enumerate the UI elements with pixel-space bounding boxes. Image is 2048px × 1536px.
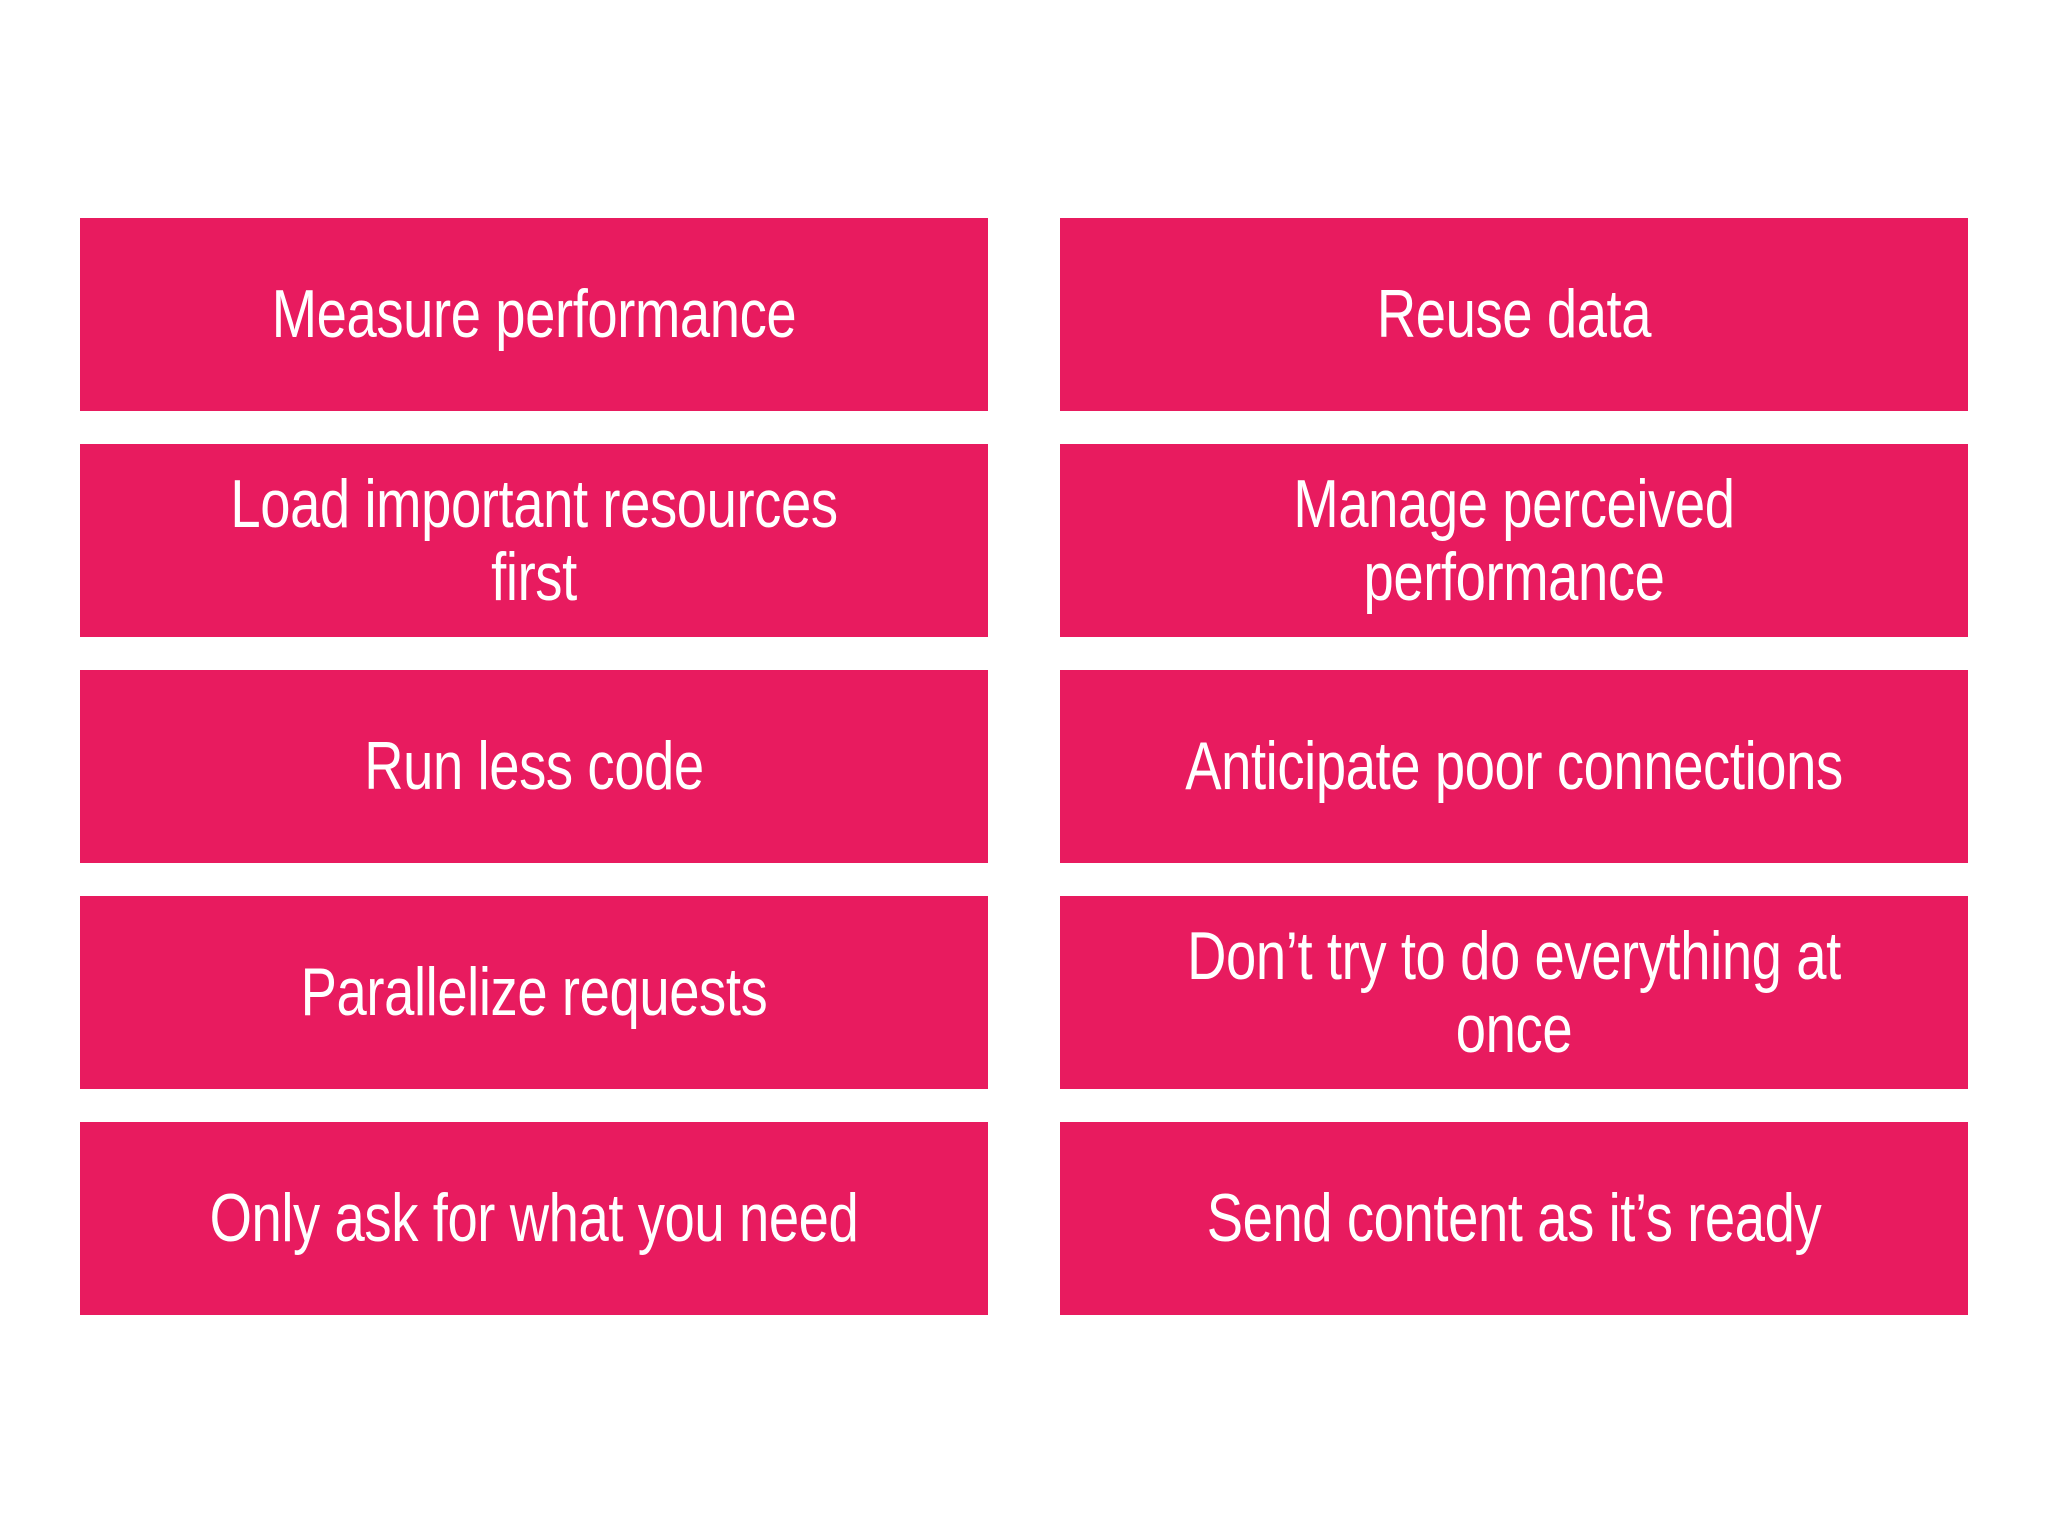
card-label: Manage perceived performance [1293,466,1735,615]
card-label: Don’t try to do everything at once [1187,918,1841,1067]
card-reuse-data[interactable]: Reuse data [1060,218,1968,411]
card-label: Send content as it’s ready [1206,1180,1822,1257]
card-label: Run less code [364,728,704,805]
card-anticipate-poor-connections[interactable]: Anticipate poor connections [1060,670,1968,863]
card-run-less-code[interactable]: Run less code [80,670,988,863]
card-send-content-as-its-ready[interactable]: Send content as it’s ready [1060,1122,1968,1315]
card-dont-try-to-do-everything-at-once[interactable]: Don’t try to do everything at once [1060,896,1968,1089]
card-label: Measure performance [271,276,797,353]
card-label: Only ask for what you need [209,1180,859,1257]
card-label: Load important resources first [230,466,838,615]
card-label: Anticipate poor connections [1185,728,1843,805]
card-grid: Measure performance Reuse data Load impo… [80,218,1968,1318]
card-measure-performance[interactable]: Measure performance [80,218,988,411]
card-label: Parallelize requests [300,954,768,1031]
card-manage-perceived-performance[interactable]: Manage perceived performance [1060,444,1968,637]
card-label: Reuse data [1376,276,1652,353]
card-parallelize-requests[interactable]: Parallelize requests [80,896,988,1089]
card-load-important-resources-first[interactable]: Load important resources first [80,444,988,637]
card-only-ask-for-what-you-need[interactable]: Only ask for what you need [80,1122,988,1315]
